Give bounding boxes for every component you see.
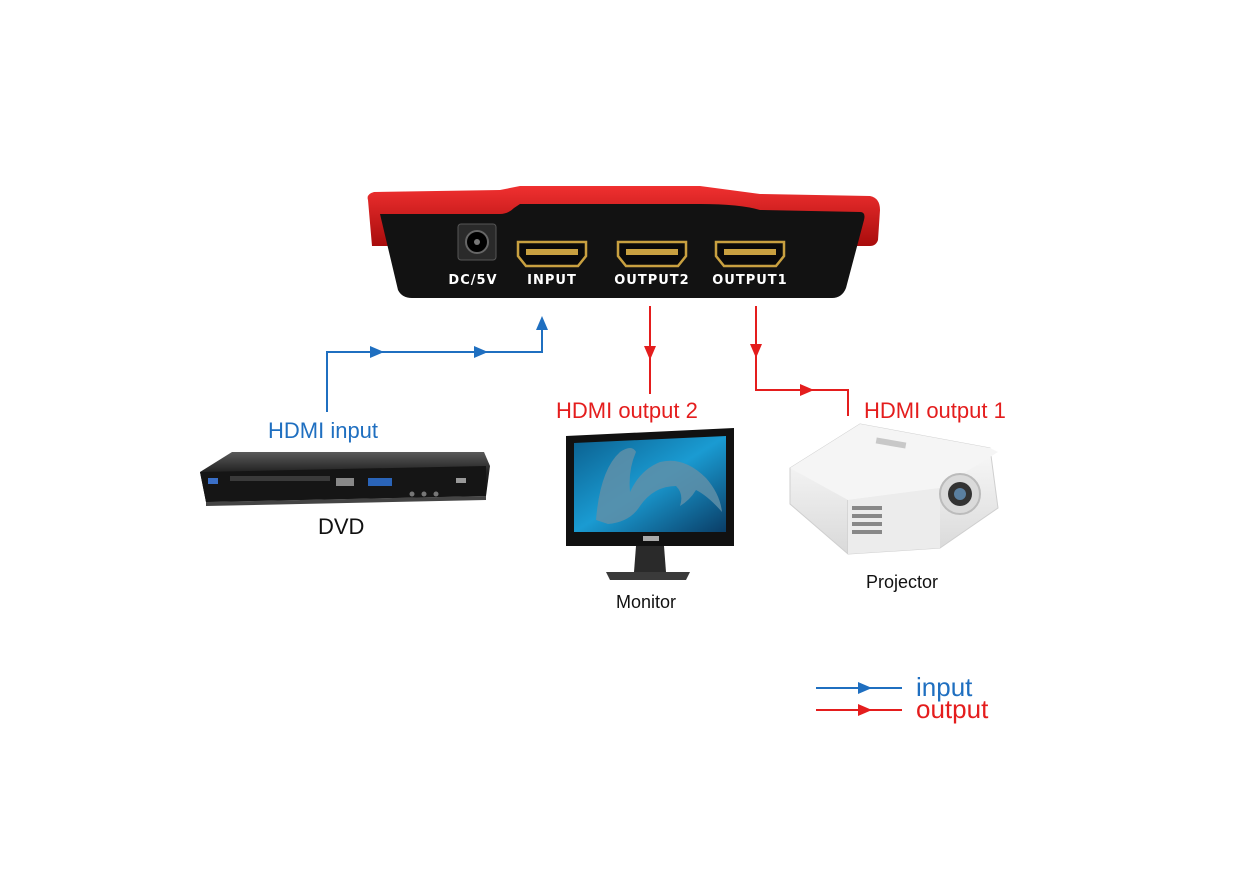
port-label-output1: OUTPUT1 bbox=[712, 273, 787, 288]
dolphin-shape bbox=[596, 448, 722, 524]
output1-arrow-down bbox=[750, 344, 762, 358]
legend bbox=[816, 682, 902, 716]
output1-arrow-right bbox=[800, 384, 814, 396]
input-arrow-1 bbox=[370, 346, 384, 358]
hdmi-port-output1 bbox=[714, 240, 786, 268]
legend-input-arrow bbox=[858, 682, 872, 694]
hdmi-input-label: HDMI input bbox=[268, 418, 379, 443]
hdmi-output1-label: HDMI output 1 bbox=[864, 398, 1006, 423]
projector-label: Projector bbox=[866, 572, 939, 592]
legend-input-text: input bbox=[916, 672, 973, 702]
input-line bbox=[326, 320, 543, 412]
dvd-label: DVD bbox=[318, 514, 365, 539]
monitor-image bbox=[566, 428, 734, 580]
hdmi-port-output2 bbox=[616, 240, 688, 268]
output2-arrow-down bbox=[644, 346, 656, 360]
dc-power-jack bbox=[457, 223, 497, 261]
input-arrow-up bbox=[536, 316, 548, 330]
output1-line bbox=[755, 306, 849, 416]
output2-connection bbox=[644, 306, 656, 394]
hdmi-port-input bbox=[516, 240, 588, 268]
hdmi-splitter: DC/5V INPUT OUTPUT2 OUTPUT1 bbox=[367, 186, 881, 298]
legend-output-text: output bbox=[916, 694, 989, 724]
input-arrow-2 bbox=[474, 346, 488, 358]
hdmi-output2-label: HDMI output 2 bbox=[556, 398, 698, 423]
legend-output-arrow bbox=[858, 704, 872, 716]
dvd-player-image bbox=[200, 452, 490, 506]
monitor-label: Monitor bbox=[616, 592, 677, 612]
projector-image bbox=[789, 423, 999, 555]
projector-vents bbox=[852, 506, 882, 534]
port-label-input: INPUT bbox=[527, 273, 577, 288]
port-label-dc: DC/5V bbox=[448, 273, 497, 288]
input-connection bbox=[326, 316, 548, 412]
output1-connection bbox=[750, 306, 849, 416]
port-label-output2: OUTPUT2 bbox=[614, 273, 689, 288]
